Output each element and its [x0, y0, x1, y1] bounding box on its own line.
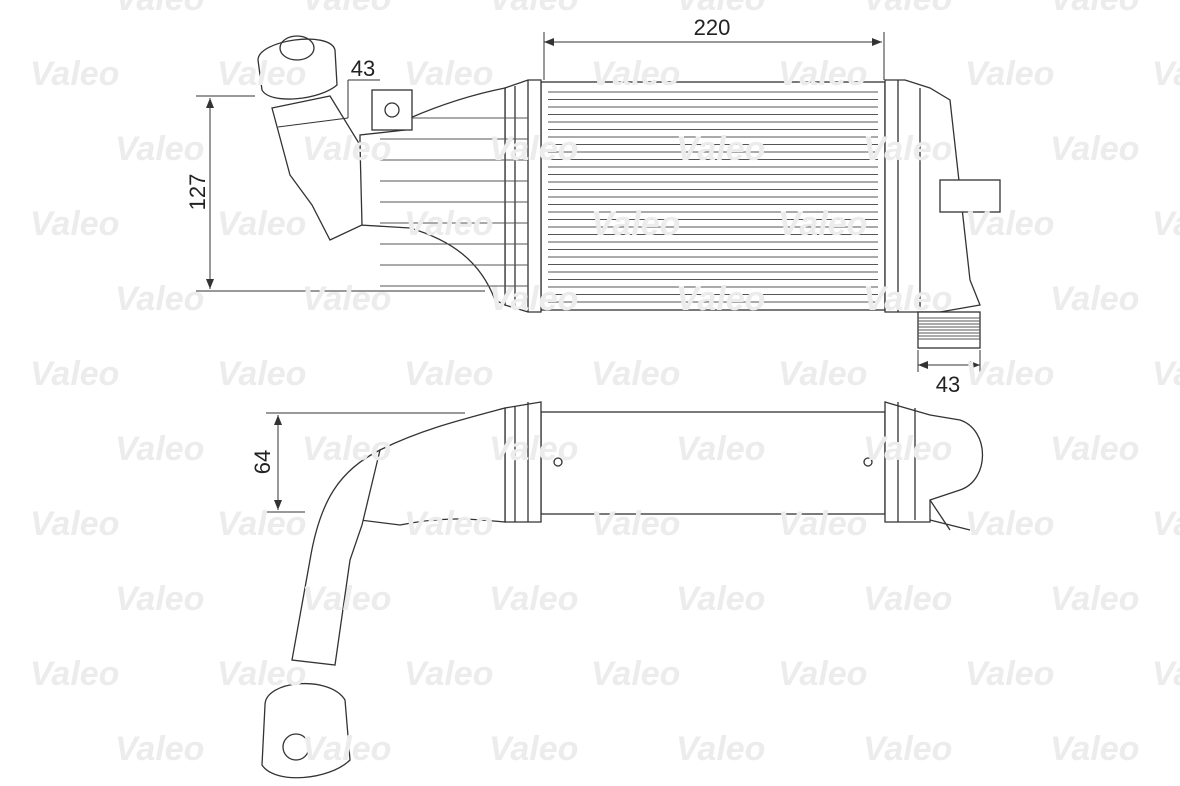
watermark-text: Valeo — [115, 730, 204, 768]
watermark-text: Valeo — [1050, 580, 1139, 618]
watermark-text: Valeo — [115, 280, 204, 318]
watermark-text: Valeo — [778, 655, 867, 693]
dimension-43-inlet: 43 — [277, 56, 380, 128]
watermark-text: Valeo — [965, 55, 1054, 93]
watermark-text: Valeo — [1050, 280, 1139, 318]
watermark-text: Valeo — [1050, 130, 1139, 168]
watermark-text: Valeo — [863, 0, 952, 18]
watermark-text: Valeo — [404, 655, 493, 693]
watermark-text: Valeo — [965, 505, 1054, 543]
watermark-text: Valeo — [965, 655, 1054, 693]
dimension-64: 64 — [250, 412, 465, 513]
dimension-127-label: 127 — [185, 174, 210, 211]
dimension-127: 127 — [185, 95, 485, 292]
watermark-text: Valeo — [30, 355, 119, 393]
watermark-text: Valeo — [1050, 0, 1139, 18]
watermark-text: Valeo — [1152, 55, 1180, 93]
watermark-text: Valeo — [489, 730, 578, 768]
watermark-text: Valeo — [489, 0, 578, 18]
watermark-text: Valeo — [404, 55, 493, 93]
right-tank-top — [884, 401, 983, 523]
lower-pipe — [291, 448, 381, 666]
top-view — [261, 401, 983, 779]
watermark-text: Valeo — [30, 55, 119, 93]
left-tank — [504, 79, 542, 313]
watermark-text: Valeo — [217, 205, 306, 243]
watermark-text: Valeo — [30, 205, 119, 243]
core-front — [540, 81, 886, 311]
dimension-43-outlet: 43 — [917, 350, 981, 397]
watermark-text: Valeo — [302, 0, 391, 18]
watermark-text: Valeo — [1152, 655, 1180, 693]
watermark-text: Valeo — [676, 730, 765, 768]
watermark-text: Valeo — [217, 355, 306, 393]
watermark-text: Valeo — [591, 355, 680, 393]
watermark-text: Valeo — [404, 355, 493, 393]
dimension-43-outlet-label: 43 — [936, 372, 960, 397]
watermark-text: Valeo — [778, 355, 867, 393]
watermark-text: Valeo — [302, 280, 391, 318]
dimension-43-inlet-label: 43 — [351, 56, 375, 81]
inlet-pipe — [271, 95, 363, 241]
watermark-text: Valeo — [217, 505, 306, 543]
watermark-text: Valeo — [30, 655, 119, 693]
watermark-text: Valeo — [863, 580, 952, 618]
watermark-text: Valeo — [30, 505, 119, 543]
watermark-text: Valeo — [115, 580, 204, 618]
watermark-text: Valeo — [1152, 505, 1180, 543]
watermark-text: Valeo — [115, 430, 204, 468]
watermark-text: Valeo — [1152, 205, 1180, 243]
watermark-text: Valeo — [115, 0, 204, 18]
side-port — [939, 179, 1001, 213]
core-top — [540, 411, 886, 515]
watermark-text: Valeo — [1152, 355, 1180, 393]
watermark-text: Valeo — [1050, 430, 1139, 468]
watermark-text: Valeo — [489, 580, 578, 618]
dimension-64-label: 64 — [250, 450, 275, 474]
watermark-text: Valeo — [863, 730, 952, 768]
dimension-220-label: 220 — [694, 15, 731, 40]
watermark-text: Valeo — [965, 355, 1054, 393]
watermark-text: Valeo — [591, 655, 680, 693]
dimension-220: 220 — [543, 15, 885, 80]
right-tank — [884, 79, 981, 313]
inlet-cap — [257, 38, 338, 100]
front-view — [257, 35, 1001, 349]
lower-cap — [261, 682, 351, 779]
watermark-text: Valeo — [115, 130, 204, 168]
mount-bracket — [371, 89, 413, 131]
watermark-text: Valeo — [1050, 730, 1139, 768]
watermark-text: Valeo — [676, 580, 765, 618]
inlet-duct-top — [359, 407, 506, 526]
